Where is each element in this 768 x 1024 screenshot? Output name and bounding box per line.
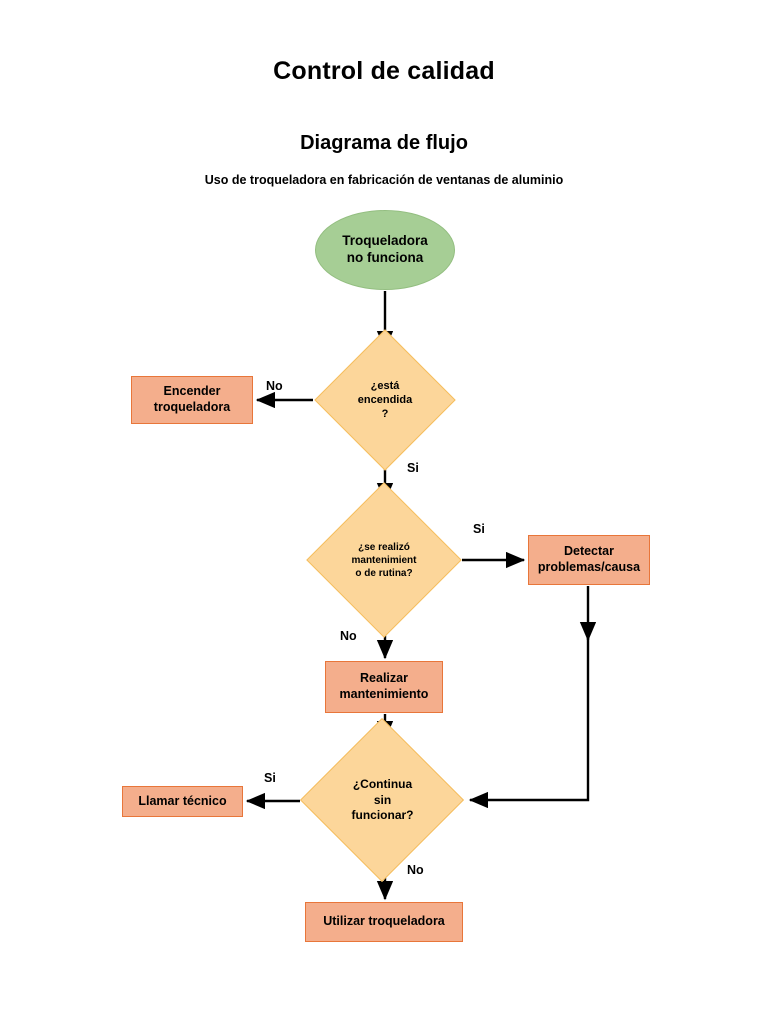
diagram-caption: Uso de troqueladora en fabricación de ve… [204, 173, 564, 187]
node-detectar-problemas[interactable]: Detectar problemas/causa [528, 535, 650, 585]
node-decision-1-label: ¿está encendida ? [357, 379, 413, 421]
node-encender-troqueladora[interactable]: Encender troqueladora [131, 376, 253, 424]
node-encender-label: Encender troqueladora [153, 384, 231, 414]
edge-label-d2-si: Si [473, 522, 485, 536]
node-realizar-label: Realizar mantenimiento [339, 671, 429, 701]
edge-label-d3-no: No [407, 863, 424, 877]
edge-label-d3-si: Si [264, 771, 276, 785]
node-decision-continua-sin-funcionar[interactable]: ¿Continua sin funcionar? [299, 717, 465, 883]
node-decision-2-label: ¿se realizó mantenimient o de rutina? [351, 541, 417, 579]
node-utilizar-troqueladora[interactable]: Utilizar troqueladora [305, 902, 463, 942]
edge-label-d1-si: Si [407, 461, 419, 475]
node-llamar-label: Llamar técnico [138, 793, 227, 808]
node-realizar-mantenimiento[interactable]: Realizar mantenimiento [325, 661, 443, 713]
node-utilizar-label: Utilizar troqueladora [323, 914, 445, 929]
node-decision-3-label: ¿Continua sin funcionar? [351, 777, 414, 823]
node-start-label: Troqueladora no funciona [342, 233, 428, 265]
node-start-troqueladora-no-funciona[interactable]: Troqueladora no funciona [315, 210, 455, 290]
node-decision-esta-encendida[interactable]: ¿está encendida ? [313, 329, 457, 471]
edge-detectar-to-d3 [468, 632, 590, 809]
edge-label-d2-no: No [340, 629, 357, 643]
node-detectar-label: Detectar problemas/causa [537, 544, 641, 574]
node-llamar-tecnico[interactable]: Llamar técnico [122, 786, 243, 817]
diagram-subtitle: Diagrama de flujo [300, 132, 468, 154]
edge-label-d1-no: No [266, 379, 283, 393]
node-decision-mantenimiento-rutina[interactable]: ¿se realizó mantenimient o de rutina? [305, 482, 463, 638]
page-title: Control de calidad [273, 57, 495, 85]
